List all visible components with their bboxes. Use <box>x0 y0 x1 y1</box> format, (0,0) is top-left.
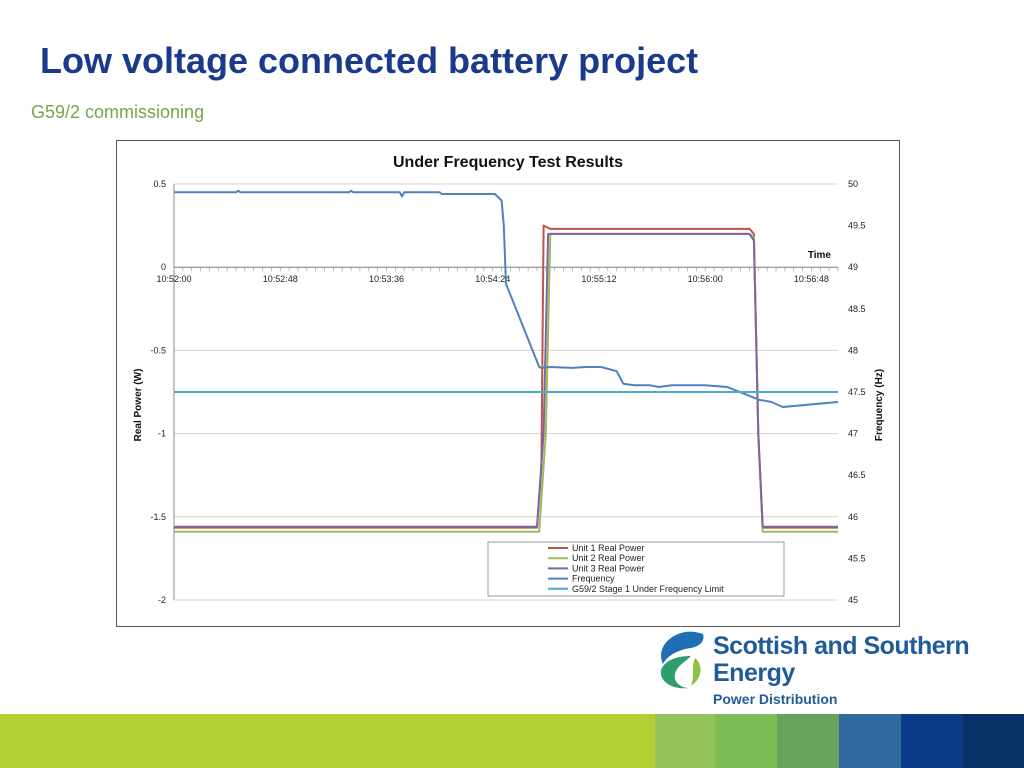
x-tick-label: 10:56:00 <box>688 274 723 284</box>
axes: 0.5 0 -0.5 -1 -1.5 -2 50 49.5 49 48.5 48 47.5 47 46.5… <box>150 179 865 605</box>
series <box>174 189 839 533</box>
sse-logo: Scottish and Southern Energy Power Distr… <box>655 628 995 712</box>
x-tick-label: 10:53:36 <box>369 274 404 284</box>
y-tick-label: -0.5 <box>150 345 166 355</box>
slide-subtitle: G59/2 commissioning <box>31 102 205 122</box>
chart-title: Under Frequency Test Results <box>393 154 623 171</box>
footer-color-bar <box>0 714 1024 768</box>
y2-tick-label: 47 <box>848 429 858 439</box>
y2-tick-label: 49.5 <box>848 221 866 231</box>
footer-color-block <box>655 714 715 768</box>
y2-tick-label: 48.5 <box>848 304 866 314</box>
y2-tick-label: 48 <box>848 345 858 355</box>
y-tick-label: 0.5 <box>153 179 166 189</box>
footer-color-block <box>777 714 839 768</box>
legend-entry: Unit 1 Real Power <box>572 543 645 553</box>
y2-tick-label: 45.5 <box>848 553 866 563</box>
y-tick-label: -2 <box>158 595 166 605</box>
x-tick-label: 10:52:48 <box>263 274 298 284</box>
series-line <box>174 232 838 528</box>
footer-color-block <box>0 714 655 768</box>
footer-color-block <box>715 714 777 768</box>
logo-line-1: Scottish and Southern <box>713 632 970 660</box>
y-tick-label: -1 <box>158 429 166 439</box>
x-axis-label: Time <box>808 250 832 261</box>
x-tick-label: 10:54:24 <box>475 274 510 284</box>
y2-tick-label: 46.5 <box>848 470 866 480</box>
legend-entry: Unit 2 Real Power <box>572 553 645 563</box>
sse-swirl-icon <box>660 631 704 689</box>
y-tick-label: -1.5 <box>150 512 166 522</box>
legend-entry: Unit 3 Real Power <box>572 563 645 573</box>
logo-line-3: Power Distribution <box>713 691 838 707</box>
chart-frame: Under Frequency Test Results 0.5 0 -0.5 -1 -… <box>116 140 900 627</box>
y2-tick-label: 50 <box>848 179 858 189</box>
under-frequency-chart: Under Frequency Test Results 0.5 0 -0.5 -1 -… <box>133 154 885 605</box>
x-tick-label: 10:52:00 <box>156 274 191 284</box>
x-tick-label: 10:55:12 <box>581 274 616 284</box>
legend-entry: Frequency <box>572 574 615 584</box>
footer-color-block <box>963 714 1024 768</box>
y2-tick-label: 45 <box>848 595 858 605</box>
legend-box <box>487 541 785 597</box>
y2-tick-label: 47.5 <box>848 387 866 397</box>
y-axis-label: Real Power (W) <box>133 369 144 442</box>
y2-axis-label: Frequency (Hz) <box>874 369 885 441</box>
y2-tick-label: 46 <box>848 512 858 522</box>
footer-color-block <box>901 714 963 768</box>
footer-color-block <box>839 714 901 768</box>
y2-tick-label: 49 <box>848 262 858 272</box>
x-tick-label: 10:56:48 <box>794 274 829 284</box>
legend-entry: G59/2 Stage 1 Under Frequency Limit <box>572 584 724 594</box>
logo-line-2: Energy <box>713 659 795 687</box>
series-line <box>174 189 839 408</box>
slide-title: Low voltage connected battery project <box>40 40 699 81</box>
y-tick-label: 0 <box>161 262 166 272</box>
